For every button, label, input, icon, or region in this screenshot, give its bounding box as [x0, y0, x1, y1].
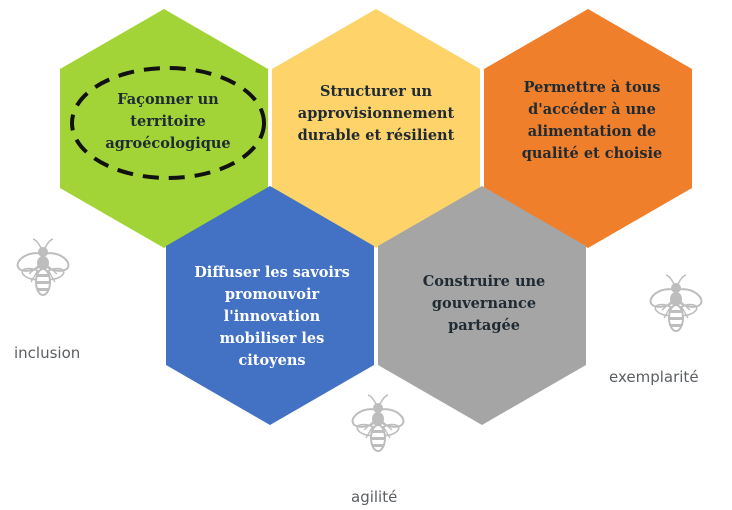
hexagon-approvisionnement-line: approvisionnement — [298, 105, 455, 122]
hexagon-savoirs-text: Diffuser les savoirs promouvoir l'innovati… — [194, 264, 350, 369]
hexagon-savoirs-line: Diffuser les savoirs — [194, 264, 350, 281]
hexagon-alimentation-line: d'accéder à une — [528, 101, 656, 118]
hexagon-savoirs-line: l'innovation — [224, 308, 321, 325]
hexagon-approvisionnement-shape — [272, 9, 480, 248]
hexagon-approvisionnement-line: Structurer un — [320, 83, 433, 100]
value-label-agilite: agilité — [351, 488, 398, 506]
hexagon-gouvernance-text: Construire une gouvernance partagée — [423, 273, 546, 334]
hexagon-approvisionnement: Structurer un approvisionnement durable et… — [272, 9, 480, 248]
hexagon-alimentation-line: alimentation de — [528, 123, 656, 140]
hexagon-savoirs-line: citoyens — [238, 352, 305, 369]
hexagon-territoire-line: Façonner un — [117, 91, 219, 108]
hexagon-alimentation-line: qualité et choisie — [522, 145, 662, 162]
hexagon-alimentation: Permettre à tous d'accéder à une alimentat… — [484, 9, 692, 248]
hexagon-alimentation-line: Permettre à tous — [524, 79, 661, 96]
bee-icon — [14, 238, 72, 296]
value-label-inclusion: inclusion — [14, 344, 81, 362]
hexagon-territoire-text: Façonner un territoire agroécologique — [105, 91, 230, 152]
hexagon-savoirs: Diffuser les savoirs promouvoir l'innovati… — [166, 186, 374, 425]
hexagon-approvisionnement-line: durable et résilient — [298, 127, 455, 144]
hexagon-gouvernance: Construire une gouvernance partagée — [378, 186, 586, 425]
hexagon-alimentation-text: Permettre à tous d'accéder à une alimentat… — [522, 79, 662, 162]
hexagon-approvisionnement-text: Structurer un approvisionnement durable et… — [298, 83, 455, 144]
hexagon-savoirs-line: mobiliser les — [220, 330, 325, 347]
hexagon-gouvernance-shape — [378, 186, 586, 425]
hexagon-gouvernance-line: Construire une — [423, 273, 546, 290]
hexagon-territoire: Façonner un territoire agroécologique — [60, 9, 268, 248]
hexagon-territoire-shape — [60, 9, 268, 248]
hexagon-gouvernance-line: gouvernance — [432, 295, 536, 312]
bee-icon — [349, 394, 407, 452]
hexagon-gouvernance-line: partagée — [448, 317, 520, 334]
hexagon-savoirs-line: promouvoir — [225, 286, 320, 303]
dashed-highlight-outline — [70, 66, 266, 180]
hexagon-alimentation-shape — [484, 9, 692, 248]
hexagon-territoire-line: agroécologique — [105, 135, 230, 152]
hexagon-territoire-line: territoire — [130, 113, 205, 130]
bee-icon — [647, 274, 705, 332]
value-label-exemplarite: exemplarité — [609, 368, 699, 386]
hexagon-savoirs-shape — [166, 186, 374, 425]
